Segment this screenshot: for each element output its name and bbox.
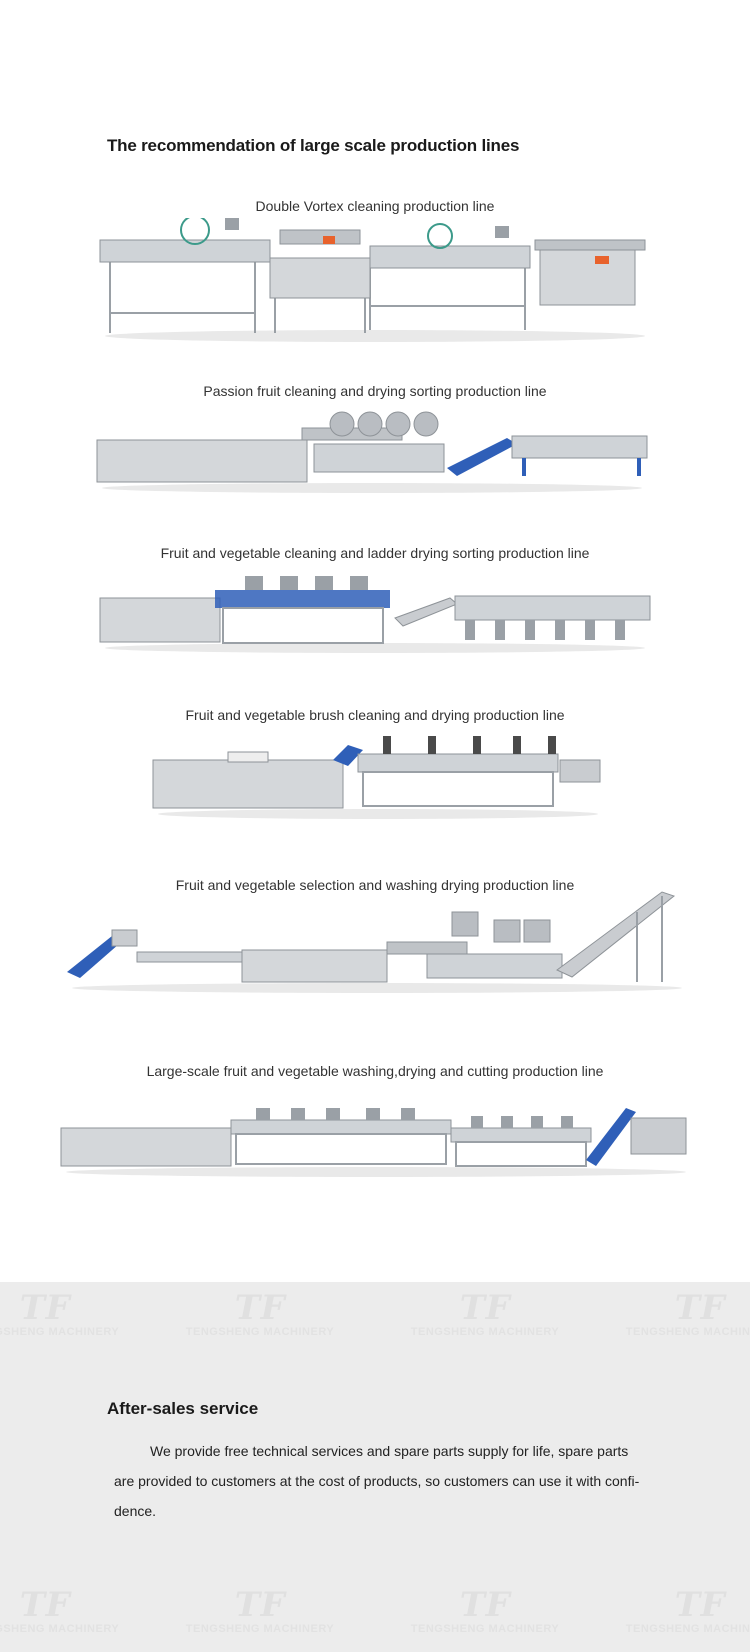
line-image-2: [96, 411, 648, 493]
line-image-1: [99, 218, 646, 342]
line-caption-4: Fruit and vegetable brush cleaning and d…: [185, 707, 565, 723]
after-sales-title: After-sales service: [107, 1399, 259, 1418]
line-caption-3: Fruit and vegetable cleaning and ladder …: [160, 545, 590, 561]
line-caption-6: Large-scale fruit and vegetable washing,…: [146, 1063, 604, 1079]
line-caption-5: Fruit and vegetable selection and washin…: [175, 877, 575, 893]
section-title: The recommendation of large scale produc…: [107, 136, 520, 155]
line-image-4: [152, 736, 601, 819]
line-image-6: [60, 1108, 687, 1177]
line-image-3: [99, 576, 651, 653]
line-image-5: [67, 891, 682, 993]
line-caption-2: Passion fruit cleaning and drying sortin…: [203, 383, 547, 399]
production-lines-section: The recommendation of large scale produc…: [60, 136, 687, 1177]
after-sales-text: We provide free technical services and s…: [114, 1443, 640, 1519]
line-caption-1: Double Vortex cleaning production line: [255, 198, 495, 214]
